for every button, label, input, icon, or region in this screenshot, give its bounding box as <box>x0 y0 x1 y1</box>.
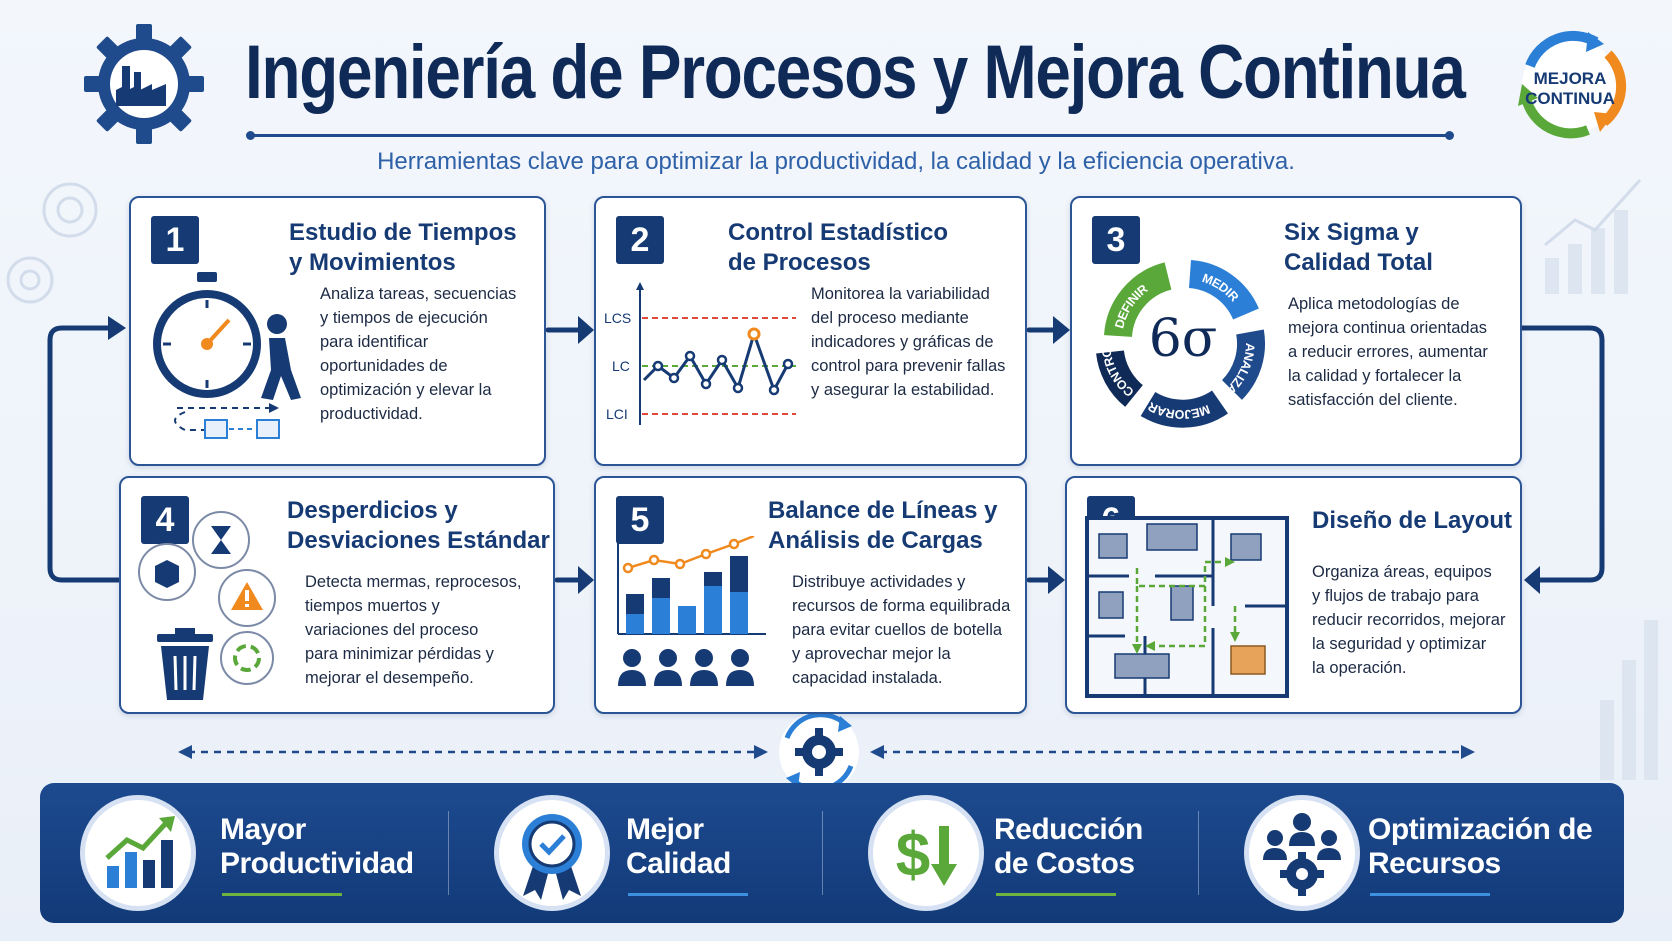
card-description: Analiza tareas, secuencias y tiempos de … <box>320 285 517 423</box>
arrow-into-card-1 <box>108 316 126 340</box>
decor-chart-icon <box>1545 210 1658 780</box>
benefit-label: Mayor Productividad <box>220 813 414 880</box>
team-gear-icon <box>1263 813 1341 896</box>
card-statistical-process-control: 2 Control Estadístico de Procesos LCS LC… <box>594 196 1027 466</box>
benefit-icon-circle <box>494 795 610 911</box>
rising-bars-icon <box>105 816 175 888</box>
benefit-icon-circle <box>1244 795 1360 911</box>
benefit-cost-reduction: $ Reducción de Costos <box>824 783 1220 923</box>
waste-bin-icon <box>138 511 276 700</box>
workers-icon <box>618 649 754 686</box>
benefit-icon-circle <box>80 795 196 911</box>
card-title: Control Estadístico de Procesos <box>728 219 949 276</box>
card-description: Monitorea la variabilidad del proceso me… <box>811 285 1006 399</box>
card-number: 5 <box>616 496 664 544</box>
benefit-underline <box>1370 893 1490 896</box>
center-gear-cycle-icon <box>779 712 859 792</box>
badge-line1: MEJORA <box>1534 69 1607 88</box>
benefits-band: Mayor Productividad Mejor Calidad $ Redu… <box>40 783 1624 923</box>
card-number: 2 <box>616 216 664 264</box>
badge-line2: CONTINUA <box>1525 89 1615 108</box>
card-title: Balance de Líneas y Análisis de Cargas <box>768 497 998 554</box>
card-time-motion-study: 1 Estudio de Tiempos y Movimientos Anali… <box>129 196 546 466</box>
card-waste-deviations: 4 Desperdicios y Desviaciones Estándar D… <box>119 476 555 714</box>
page-subtitle: Herramientas clave para optimizar la pro… <box>377 148 1295 175</box>
factory-gear-icon <box>84 24 204 144</box>
decor-gear-icon <box>6 182 98 304</box>
card-layout-design: 6 Diseño de Layout Organiza áreas, equip… <box>1065 476 1522 714</box>
stopwatch-walker-icon <box>153 272 301 439</box>
cl-label: LC <box>612 358 630 374</box>
continuous-improvement-cycle-icon: MEJORA CONTINUA <box>1518 30 1627 139</box>
workload-bars-icon <box>617 536 766 686</box>
card-description: Organiza áreas, equipos y flujos de trab… <box>1312 563 1506 677</box>
floor-plan-icon <box>1085 516 1289 698</box>
benefit-quality: Mejor Calidad <box>450 783 846 923</box>
card-description: Distribuye actividades y recursos de for… <box>792 573 1011 687</box>
card-title: Desperdicios y Desviaciones Estándar <box>287 497 550 554</box>
band-divider <box>822 811 823 895</box>
ucl-label: LCS <box>604 310 631 326</box>
band-divider <box>448 811 449 895</box>
card-six-sigma: 3 Six Sigma y Calidad Total DEFINIR MEDI… <box>1070 196 1522 466</box>
control-chart-icon: LCS LC LCI <box>604 282 796 425</box>
benefit-productivity: Mayor Productividad <box>40 783 436 923</box>
benefit-label: Reducción de Costos <box>994 813 1143 880</box>
benefit-label: Mejor Calidad <box>626 813 731 880</box>
card-description: Detecta mermas, reprocesos, tiempos muer… <box>305 573 522 687</box>
card-number: 4 <box>141 496 189 544</box>
card-line-balancing: 5 Balance de Líneas y Análisis de Cargas… <box>594 476 1027 714</box>
benefit-icon-circle: $ <box>868 795 984 911</box>
arrow-into-card-6 <box>1524 566 1540 594</box>
card-title: Estudio de Tiempos y Movimientos <box>289 219 517 276</box>
benefit-resource-optimization: Optimización de Recursos <box>1200 783 1624 923</box>
page-title: Ingeniería de Procesos y Mejora Continua <box>245 30 1466 115</box>
benefit-underline <box>628 893 748 896</box>
benefit-underline <box>996 893 1116 896</box>
card-title: Six Sigma y Calidad Total <box>1284 219 1433 276</box>
card-number: 1 <box>151 216 199 264</box>
card-title: Diseño de Layout <box>1312 507 1513 534</box>
dollar-down-icon: $ <box>896 821 957 890</box>
benefit-label: Optimización de Recursos <box>1368 813 1593 880</box>
lcl-label: LCI <box>606 406 628 422</box>
dmaic-cycle-icon: DEFINIR MEDIR ANALIZAR MEJORAR CONTROLAR… <box>1084 252 1266 428</box>
six-sigma-symbol: 6σ <box>1149 309 1218 369</box>
band-divider <box>1198 811 1199 895</box>
quality-ribbon-icon <box>522 814 582 900</box>
card-number: 3 <box>1092 216 1140 264</box>
card-description: Aplica metodologías de mejora continua o… <box>1288 295 1488 409</box>
svg-text:$: $ <box>896 821 930 890</box>
title-divider <box>246 131 1454 140</box>
benefit-underline <box>222 893 342 896</box>
